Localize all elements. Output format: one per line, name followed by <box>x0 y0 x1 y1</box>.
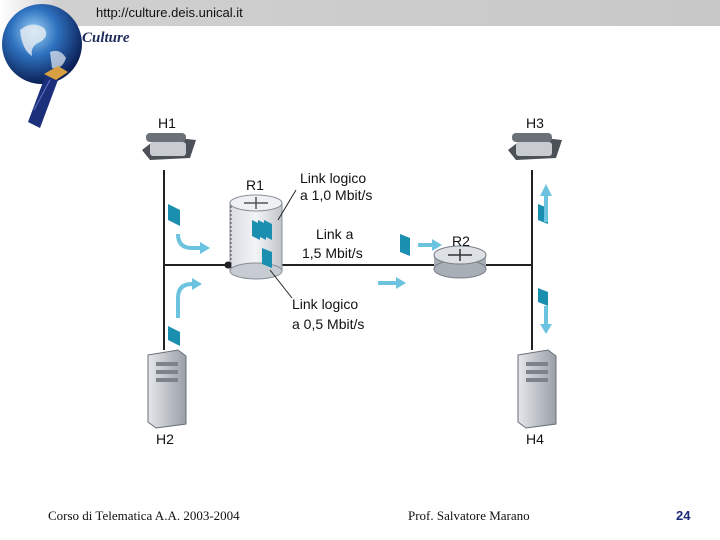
flow-arrows <box>176 196 548 324</box>
packet-h2 <box>168 326 180 346</box>
packets <box>168 204 548 346</box>
packet-r1-c <box>264 220 272 240</box>
callout-line-top <box>277 189 297 221</box>
host-h3-label: H3 <box>526 115 544 131</box>
link-label-line2: 1,5 Mbit/s <box>302 245 363 261</box>
header-url[interactable]: http://culture.deis.unical.it <box>96 5 243 20</box>
logical-link-1-label-line1: Link logico <box>300 170 366 186</box>
logical-link-2-label-line2: a 0,5 Mbit/s <box>292 316 364 332</box>
router-r1-label: R1 <box>246 177 264 193</box>
logical-link-2-label-line1: Link logico <box>292 296 358 312</box>
globe-logo <box>2 4 82 128</box>
arrow-h1-r1 <box>176 233 200 250</box>
logical-link-1-label-line2: a 1,0 Mbit/s <box>300 187 372 203</box>
packet-h4 <box>538 288 548 306</box>
arrow-h2-r1 <box>176 282 198 318</box>
page-number: 24 <box>676 508 691 523</box>
host-h1-label: H1 <box>158 115 176 131</box>
arrow-heads <box>192 184 552 334</box>
satellite-icon <box>28 66 68 128</box>
link-label-line1: Link a <box>316 226 354 242</box>
logo-text: Culture <box>82 30 130 46</box>
server-h2-icon <box>147 349 187 429</box>
router-r2-icon <box>433 245 487 279</box>
host-h2-label: H2 <box>156 431 174 447</box>
header-bar <box>0 0 720 26</box>
callout-line-bottom <box>269 269 293 299</box>
footer-author: Prof. Salvatore Marano <box>408 508 530 523</box>
host-h4-label: H4 <box>526 431 544 447</box>
phone-h1-icon <box>142 133 196 160</box>
packet-r1-d <box>262 248 272 268</box>
phone-h3-icon <box>508 133 562 160</box>
packet-link <box>400 234 410 256</box>
packet-h1 <box>168 204 180 226</box>
footer-course: Corso di Telematica A.A. 2003-2004 <box>48 508 240 523</box>
server-h4-icon <box>517 349 557 429</box>
router-r2-label: R2 <box>452 233 470 249</box>
